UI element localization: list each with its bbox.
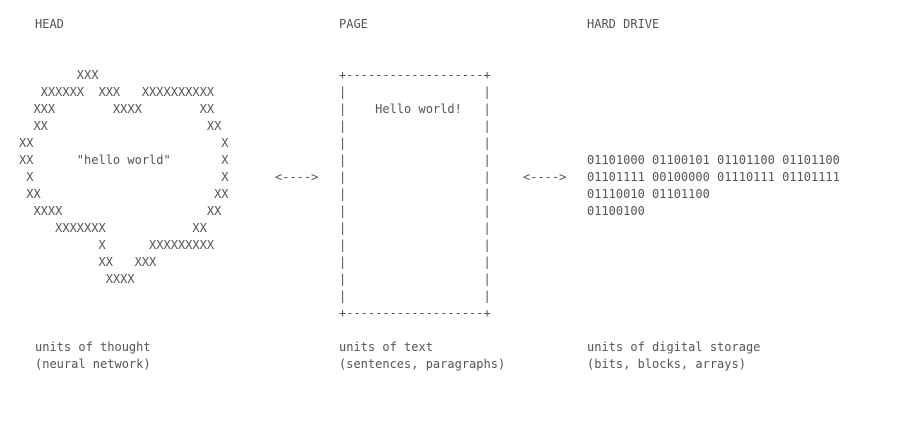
page-title: PAGE xyxy=(339,17,368,31)
head-title: HEAD xyxy=(35,17,64,31)
head-ascii-art: XXX XXXXXX XXX XXXXXXXXXX XXX XXXX XX XX… xyxy=(19,68,229,286)
page-drive-arrow: <----> xyxy=(523,170,567,184)
head-page-arrow: <----> xyxy=(275,170,319,184)
hard-drive-caption-line2: (bits, blocks, arrays) xyxy=(587,357,746,371)
hard-drive-caption: units of digital storage (bits, blocks, … xyxy=(587,339,760,373)
page-caption-line2: (sentences, paragraphs) xyxy=(339,357,506,371)
page-caption-line1: units of text xyxy=(339,340,433,354)
hard-drive-title: HARD DRIVE xyxy=(587,17,660,31)
page-caption: units of text (sentences, paragraphs) xyxy=(339,339,505,373)
head-caption-line1: units of thought xyxy=(35,340,151,354)
page-ascii-art: +-------------------+ | | | Hello world!… xyxy=(339,68,491,320)
head-caption: units of thought (neural network) xyxy=(35,339,151,373)
head-caption-line2: (neural network) xyxy=(35,357,151,371)
hard-drive-caption-line1: units of digital storage xyxy=(587,340,761,354)
binary-data: 01101000 01100101 01101100 01101100 0110… xyxy=(587,153,840,218)
